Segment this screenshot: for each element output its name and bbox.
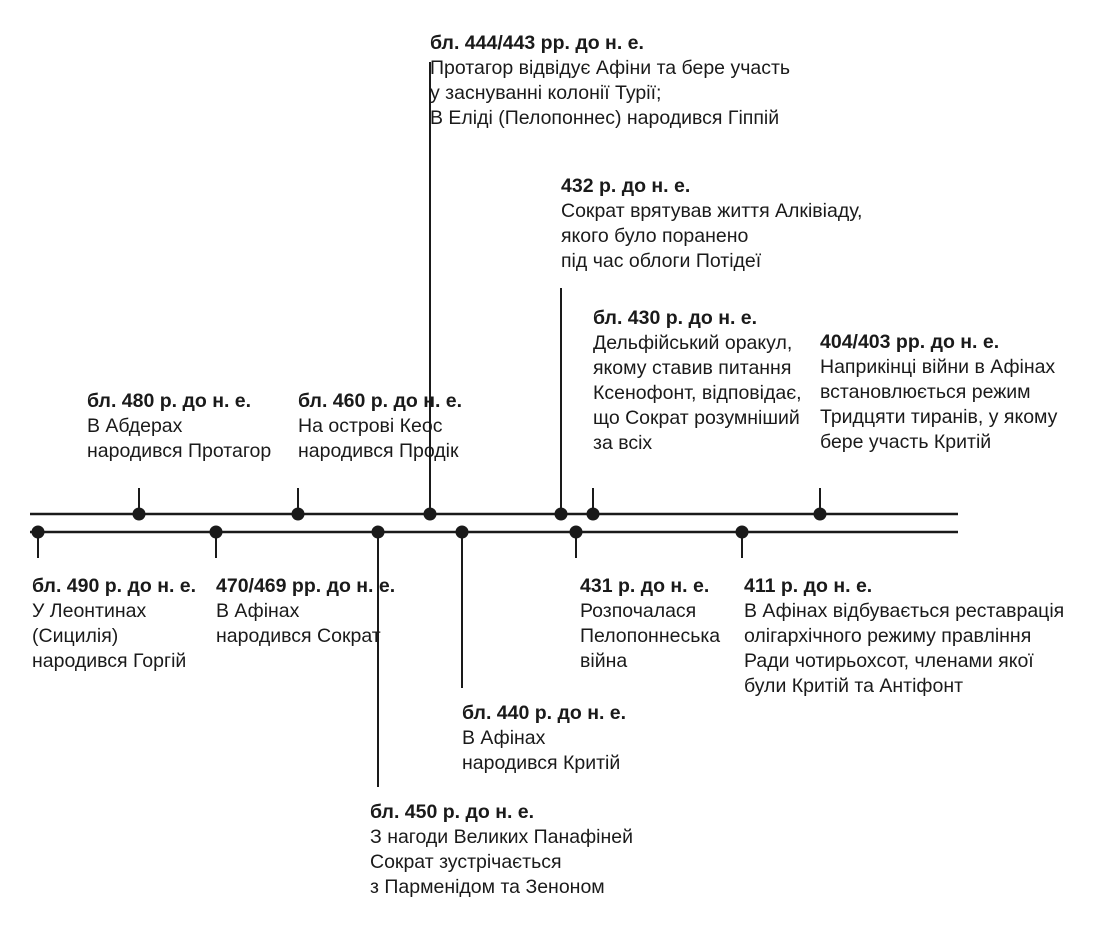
event-description-line: В Еліді (Пелопоннес) народився Гіппій: [430, 107, 780, 129]
event-label-e404: 404/403 рр. до н. е. Наприкінці війни в А…: [820, 330, 1057, 455]
event-description-line: Наприкінці війни в Афінах: [820, 356, 1056, 378]
event-date: бл. 450 р. до н. е.: [370, 801, 535, 823]
event-date: бл. 430 р. до н. е.: [593, 307, 758, 329]
event-label-e490: бл. 490 р. до н. е. У Леонтинах (Сицилія) н…: [32, 574, 196, 674]
event-date: бл. 460 р. до н. е.: [298, 390, 463, 412]
event-description-line: якому ставив питання: [593, 357, 792, 379]
event-description-line: під час облоги Потідеї: [561, 250, 762, 272]
event-description-line: з Парменідом та Зеноном: [370, 876, 605, 898]
event-description-line: Розпочалася: [580, 600, 697, 622]
event-description-line: З нагоди Великих Панафіней: [370, 826, 634, 848]
event-date: бл. 444/443 рр. до н. е.: [430, 32, 644, 54]
event-label-e480: бл. 480 р. до н. е. В Абдерах народився Пр…: [87, 389, 271, 464]
event-date: бл. 440 р. до н. е.: [462, 702, 627, 724]
event-dot-e432: [554, 507, 568, 521]
event-dot-e444: [423, 507, 437, 521]
event-dot-e404: [813, 507, 827, 521]
event-description-line: Сократ врятував життя Алківіаду,: [561, 200, 863, 222]
event-description-line: народився Продік: [298, 440, 459, 462]
event-description-line: народився Горгій: [32, 650, 187, 672]
event-description-line: В Абдерах: [87, 415, 183, 437]
event-label-e430: бл. 430 р. до н. е. Дельфійський оракул, я…: [593, 306, 802, 456]
event-date: 470/469 рр. до н. е.: [216, 575, 396, 597]
event-description-line: В Афінах: [216, 600, 300, 622]
event-dot-e411: [735, 525, 749, 539]
event-description-line: якого було поранено: [561, 225, 749, 247]
event-label-e450: бл. 450 р. до н. е. З нагоди Великих Пана…: [370, 800, 633, 900]
event-date: бл. 490 р. до н. е.: [32, 575, 197, 597]
event-description-line: Пелопоннеська: [580, 625, 721, 647]
event-description-line: Сократ зустрічається: [370, 851, 562, 873]
event-description-line: народився Протагор: [87, 440, 272, 462]
event-description-line: Протагор відвідує Афіни та бере участь: [430, 57, 791, 79]
event-date: 431 р. до н. е.: [580, 575, 710, 597]
event-date: 432 р. до н. е.: [561, 175, 691, 197]
event-dot-e431: [569, 525, 583, 539]
event-description-line: за всіх: [593, 432, 653, 454]
event-date: 404/403 рр. до н. е.: [820, 331, 1000, 353]
event-label-e411: 411 р. до н. е. В Афінах відбувається рес…: [744, 574, 1064, 699]
event-description-line: Ксенофонт, відповідає,: [593, 382, 802, 404]
event-label-e440: бл. 440 р. до н. е. В Афінах народився Кри…: [462, 701, 626, 776]
event-description-line: Ради чотирьохсот, членами якої: [744, 650, 1034, 672]
event-dot-e430: [586, 507, 600, 521]
event-description-line: народився Сократ: [216, 625, 381, 647]
event-description-line: війна: [580, 650, 628, 672]
event-label-e470: 470/469 рр. до н. е. В Афінах народився Со…: [216, 574, 395, 649]
event-description-line: На острові Кеос: [298, 415, 443, 437]
event-description-line: встановлюється режим: [820, 381, 1031, 403]
event-description-line: В Афінах: [462, 727, 546, 749]
event-description-line: олігархічного режиму правління: [744, 625, 1032, 647]
event-description-line: народився Критій: [462, 752, 621, 774]
event-description-line: (Сицилія): [32, 625, 119, 647]
event-markers: [31, 62, 827, 787]
event-dot-e460: [291, 507, 305, 521]
event-description-line: Тридцяти тиранів, у якому: [820, 406, 1058, 428]
event-description-line: Дельфійський оракул,: [593, 332, 793, 354]
event-description-line: У Леонтинах: [32, 600, 147, 622]
event-description-line: В Афінах відбувається реставрація: [744, 600, 1065, 622]
event-dot-e470: [209, 525, 223, 539]
event-label-e460: бл. 460 р. до н. е. На острові Кеос народи…: [298, 389, 462, 464]
event-description-line: бере участь Критій: [820, 431, 992, 453]
event-description-line: що Сократ розумніший: [593, 407, 800, 429]
event-date: 411 р. до н. е.: [744, 575, 873, 597]
event-date: бл. 480 р. до н. е.: [87, 390, 252, 412]
event-description-line: були Критій та Антіфонт: [744, 675, 964, 697]
event-dot-e490: [31, 525, 45, 539]
event-dot-e440: [455, 525, 469, 539]
event-label-e444: бл. 444/443 рр. до н. е. Протагор відвіду…: [430, 31, 790, 131]
event-dot-e480: [132, 507, 146, 521]
event-dot-e450: [371, 525, 385, 539]
event-description-line: у заснуванні колонії Турії;: [430, 82, 662, 104]
event-label-e432: 432 р. до н. е. Сократ врятував життя Алк…: [561, 174, 862, 274]
